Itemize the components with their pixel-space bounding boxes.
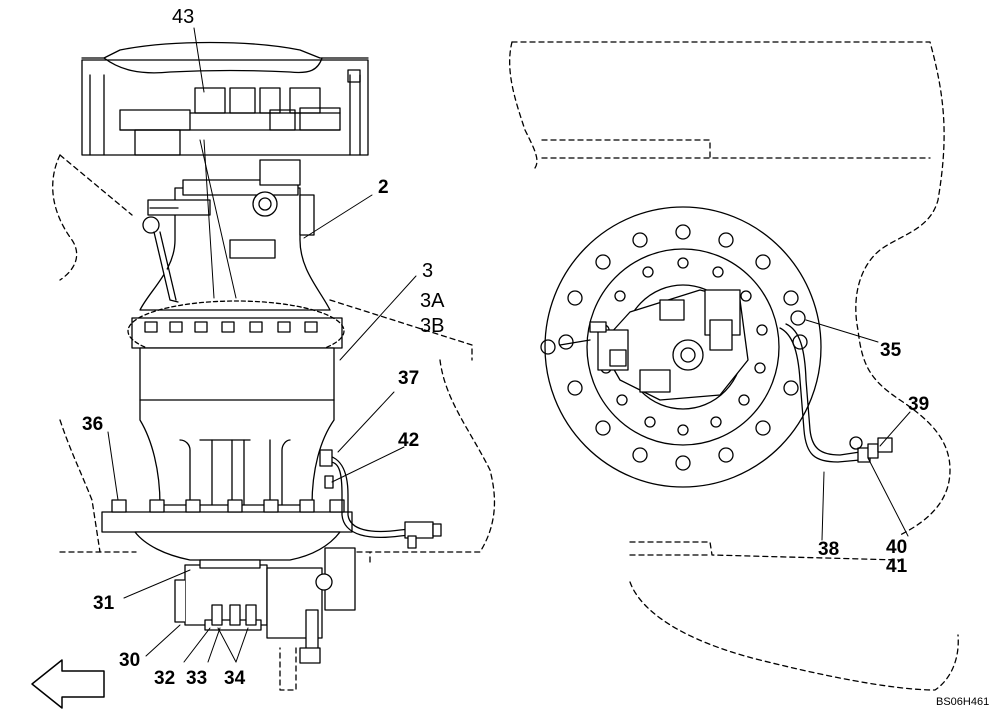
callout-2: 2 xyxy=(378,177,389,198)
left-arrow-icon xyxy=(31,659,105,709)
outer-bolt-circle xyxy=(558,224,808,471)
callout-31: 31 xyxy=(93,593,115,614)
callout-34: 34 xyxy=(224,668,246,689)
dashed-frame-left xyxy=(52,154,496,691)
callout-30: 30 xyxy=(119,650,141,671)
leader-lines-left xyxy=(107,27,417,663)
dashed-frame-right xyxy=(509,41,959,691)
callout-39: 39 xyxy=(908,394,930,415)
leader-lines-right xyxy=(805,319,911,541)
top-view xyxy=(509,41,959,691)
callout-3: 3 xyxy=(422,260,434,282)
callout-33: 33 xyxy=(186,668,208,689)
callout-3a: 3A xyxy=(420,290,445,312)
callout-3b: 3B xyxy=(420,315,445,337)
pinion-housing xyxy=(174,547,356,664)
hose-top xyxy=(540,310,893,463)
callout-32: 32 xyxy=(154,668,176,689)
flange-bolts xyxy=(144,321,318,333)
callout-38: 38 xyxy=(818,539,840,560)
callout-41: 41 xyxy=(886,556,908,577)
drawing-reference: BS06H461 xyxy=(936,696,990,708)
upper-housing xyxy=(81,41,369,156)
swing-motor xyxy=(139,159,331,311)
hose-assembly xyxy=(319,449,442,549)
callout-42: 42 xyxy=(398,430,420,451)
base-bolts xyxy=(111,499,345,513)
gear-housing xyxy=(139,347,335,506)
callout-40: 40 xyxy=(886,537,908,558)
ring-flange xyxy=(127,300,345,362)
callout-35: 35 xyxy=(880,340,902,361)
callout-37: 37 xyxy=(398,368,420,389)
motor-top xyxy=(597,289,749,401)
callout-36: 36 xyxy=(82,414,104,435)
base-plate xyxy=(101,499,353,561)
callout-43: 43 xyxy=(172,6,195,28)
side-view xyxy=(31,27,496,709)
